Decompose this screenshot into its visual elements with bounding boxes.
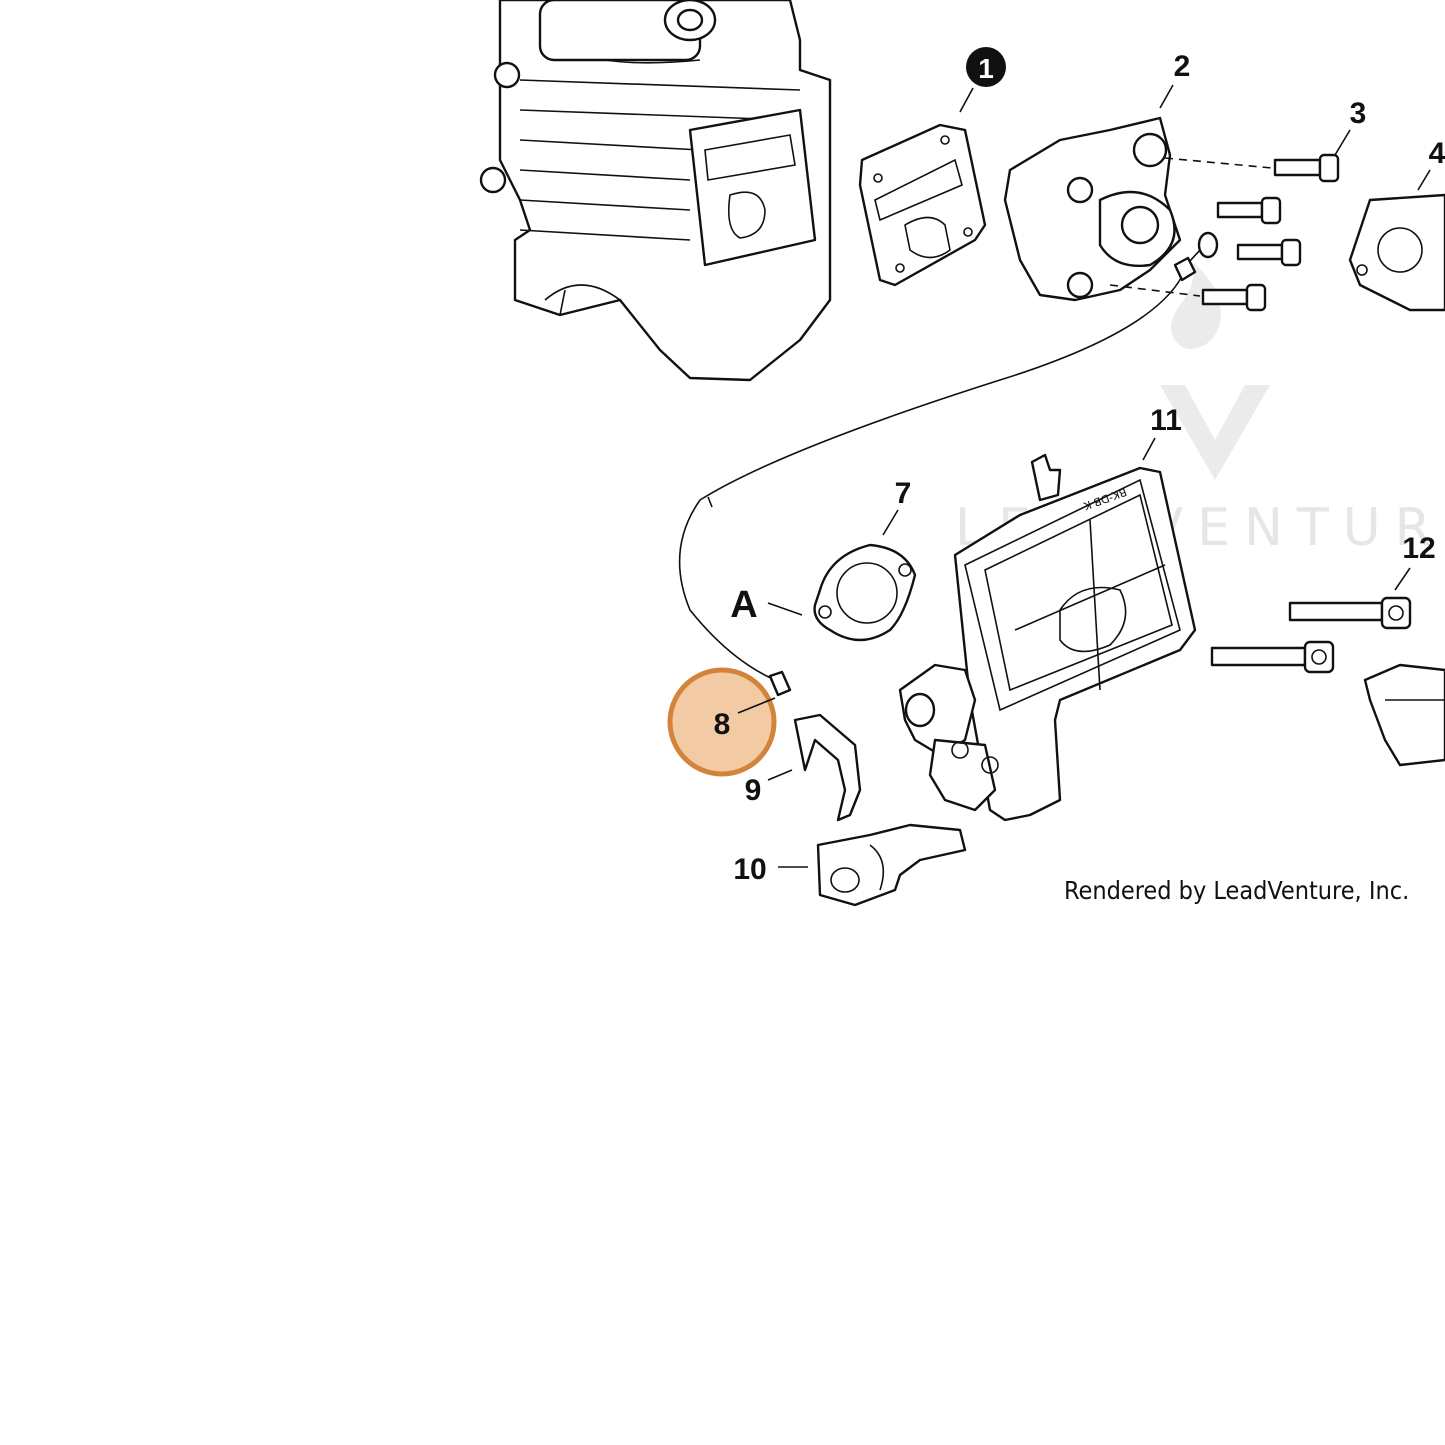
screw-part-3[interactable] [1273, 153, 1340, 183]
callout-7[interactable]: 7 [895, 477, 912, 510]
callout-3[interactable]: 3 [1350, 97, 1367, 130]
clip-part-9[interactable] [793, 713, 862, 822]
callout-1-bubble[interactable]: 1 [966, 47, 1006, 87]
gasket-part-4[interactable] [1348, 193, 1445, 312]
highlight-callout-8[interactable]: 8 [667, 667, 777, 777]
gasket-part-7[interactable] [813, 543, 917, 642]
cylinder[interactable] [479, 0, 832, 382]
air-filter-housing-part-11[interactable]: ꓘ ꓭꓷ-ꓘꓭ [898, 453, 1197, 822]
screws-part-12[interactable] [1210, 596, 1412, 674]
gasket-part-1[interactable] [858, 123, 987, 287]
callout-9[interactable]: 9 [745, 774, 762, 807]
callout-4[interactable]: 4 [1429, 137, 1445, 170]
callout-8: 8 [714, 708, 731, 741]
callout-12[interactable]: 12 [1402, 532, 1435, 565]
cover-fragment-right[interactable] [1363, 663, 1445, 767]
leader-lines [767, 84, 1431, 868]
render-credit: Rendered by LeadVenture, Inc. [1064, 876, 1409, 905]
callout-11[interactable]: 11 [1150, 404, 1182, 437]
intake-manifold-part-2[interactable] [1003, 116, 1182, 302]
screws-manifold[interactable] [1201, 196, 1302, 312]
bracket-part-10[interactable] [816, 823, 967, 907]
callout-a[interactable]: A [730, 584, 757, 626]
ground-wire[interactable] [678, 231, 1219, 697]
callout-1: 1 [978, 53, 994, 84]
callout-2[interactable]: 2 [1174, 50, 1191, 83]
callout-10[interactable]: 10 [733, 853, 766, 886]
